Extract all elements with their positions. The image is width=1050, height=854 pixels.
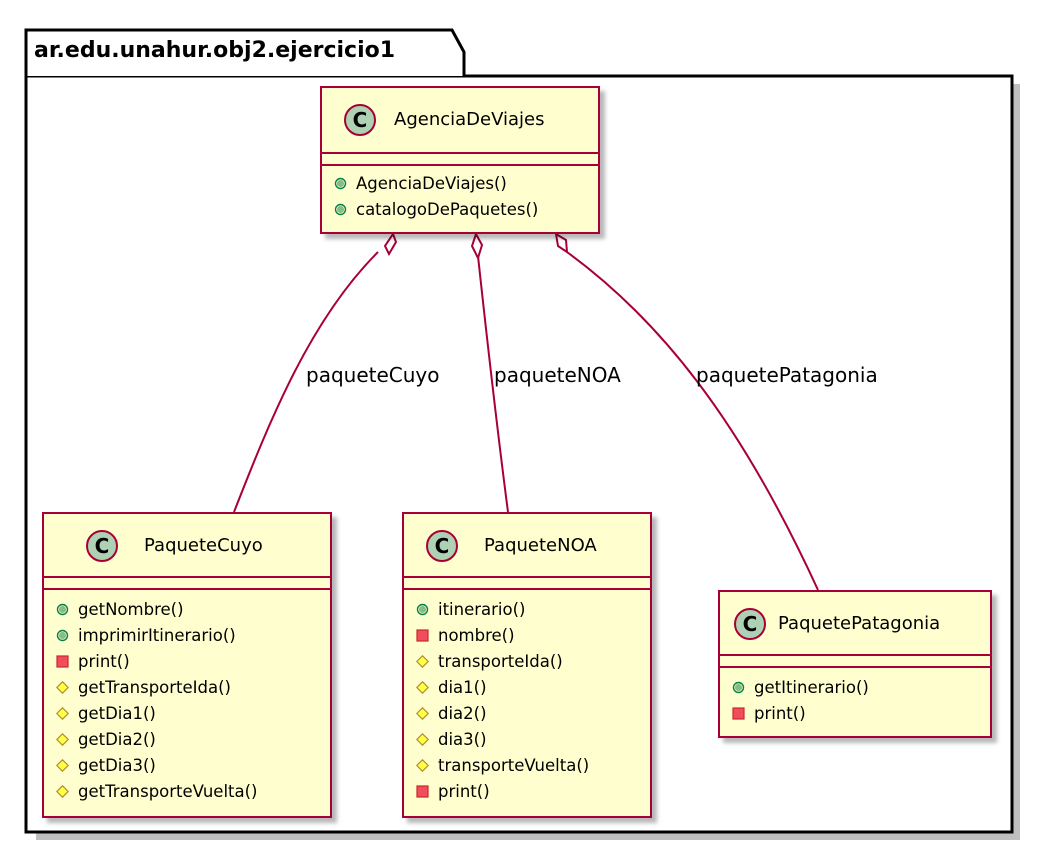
method-name: nombre()	[438, 625, 515, 645]
association-line-paquetecuyo	[233, 251, 379, 513]
method-name: imprimirItinerario()	[78, 625, 236, 645]
method-name: getDia1()	[78, 703, 156, 723]
class-fields-compartment	[720, 656, 990, 668]
public-visibility-icon	[56, 603, 69, 615]
method-name: getNombre()	[78, 599, 184, 619]
method-name: AgenciaDeViajes()	[356, 173, 507, 193]
class-icon: C	[344, 104, 376, 136]
method-name: print()	[438, 781, 490, 801]
method-name: getTransporteIda()	[78, 677, 231, 697]
method-row: dia2()	[416, 700, 650, 726]
class-paquetepatagonia[interactable]: C PaquetePatagonia getItinerario() print(…	[718, 590, 992, 738]
method-name: print()	[754, 703, 806, 723]
method-row: nombre()	[416, 622, 650, 648]
method-name: itinerario()	[438, 599, 526, 619]
protected-visibility-icon	[56, 706, 69, 720]
method-row: getDia3()	[56, 752, 330, 778]
association-label-paquetenoa: paqueteNOA	[494, 363, 621, 387]
method-row: print()	[56, 648, 330, 674]
protected-visibility-icon	[56, 784, 69, 798]
class-methods-compartment: getNombre() imprimirItinerario() print() ge…	[44, 590, 330, 810]
public-visibility-icon	[732, 681, 745, 693]
method-row: getItinerario()	[732, 674, 990, 700]
protected-visibility-icon	[416, 732, 429, 746]
public-visibility-icon	[416, 603, 429, 615]
class-agenciadeviajes[interactable]: C AgenciaDeViajes AgenciaDeViajes() catal…	[320, 86, 600, 234]
package-name: ar.edu.unahur.obj2.ejercicio1	[34, 38, 396, 63]
private-visibility-icon	[416, 628, 429, 642]
class-name: AgenciaDeViajes	[394, 109, 545, 130]
class-icon: C	[86, 530, 118, 562]
class-paquetenoa[interactable]: C PaqueteNOA itinerario() nombre() transpo…	[402, 512, 652, 818]
public-visibility-icon	[334, 203, 347, 215]
method-row: print()	[732, 700, 990, 726]
method-name: dia2()	[438, 703, 487, 723]
method-row: imprimirItinerario()	[56, 622, 330, 648]
method-name: getDia2()	[78, 729, 156, 749]
class-paquetecuyo[interactable]: C PaqueteCuyo getNombre() imprimirItinera…	[42, 512, 332, 818]
class-name: PaqueteCuyo	[144, 535, 263, 556]
method-row: dia3()	[416, 726, 650, 752]
method-row: dia1()	[416, 674, 650, 700]
method-row: getTransporteIda()	[56, 674, 330, 700]
method-row: getTransporteVuelta()	[56, 778, 330, 804]
protected-visibility-icon	[416, 706, 429, 720]
private-visibility-icon	[56, 654, 69, 668]
method-row: getDia1()	[56, 700, 330, 726]
protected-visibility-icon	[416, 654, 429, 668]
method-row: getNombre()	[56, 596, 330, 622]
private-visibility-icon	[732, 706, 745, 720]
class-fields-compartment	[44, 578, 330, 590]
method-name: print()	[78, 651, 130, 671]
method-name: getItinerario()	[754, 677, 869, 697]
class-name: PaqueteNOA	[484, 535, 597, 556]
method-row: transporteVuelta()	[416, 752, 650, 778]
class-methods-compartment: AgenciaDeViajes() catalogoDePaquetes()	[322, 166, 598, 228]
method-row: AgenciaDeViajes()	[334, 170, 598, 196]
protected-visibility-icon	[416, 680, 429, 694]
aggregation-diamond-patagonia-icon	[554, 232, 569, 254]
class-icon: C	[426, 530, 458, 562]
class-fields-compartment	[322, 154, 598, 166]
class-fields-compartment	[404, 578, 650, 590]
method-row: getDia2()	[56, 726, 330, 752]
package-tab	[24, 28, 466, 76]
method-name: dia1()	[438, 677, 487, 697]
class-methods-compartment: itinerario() nombre() transporteIda() dia1(…	[404, 590, 650, 810]
public-visibility-icon	[334, 177, 347, 189]
method-row: catalogoDePaquetes()	[334, 196, 598, 222]
aggregation-diamond-noa-icon	[470, 231, 484, 261]
method-name: getDia3()	[78, 755, 156, 775]
class-methods-compartment: getItinerario() print()	[720, 668, 990, 732]
association-line-paquetenoa	[477, 255, 509, 513]
method-name: dia3()	[438, 729, 487, 749]
method-row: itinerario()	[416, 596, 650, 622]
method-name: transporteIda()	[438, 651, 563, 671]
aggregation-diamond-cuyo-icon	[383, 231, 398, 257]
method-row: transporteIda()	[416, 648, 650, 674]
method-name: getTransporteVuelta()	[78, 781, 258, 801]
method-name: transporteVuelta()	[438, 755, 590, 775]
method-row: print()	[416, 778, 650, 804]
protected-visibility-icon	[56, 680, 69, 694]
protected-visibility-icon	[56, 732, 69, 746]
protected-visibility-icon	[416, 758, 429, 772]
association-line-paquetepatagonia	[566, 251, 819, 591]
private-visibility-icon	[416, 784, 429, 798]
method-name: catalogoDePaquetes()	[356, 199, 539, 219]
association-label-paquetepatagonia: paquetePatagonia	[696, 363, 878, 387]
class-icon: C	[734, 608, 766, 640]
protected-visibility-icon	[56, 758, 69, 772]
class-name: PaquetePatagonia	[778, 613, 941, 634]
association-label-paquetecuyo: paqueteCuyo	[306, 363, 440, 387]
public-visibility-icon	[56, 629, 69, 641]
